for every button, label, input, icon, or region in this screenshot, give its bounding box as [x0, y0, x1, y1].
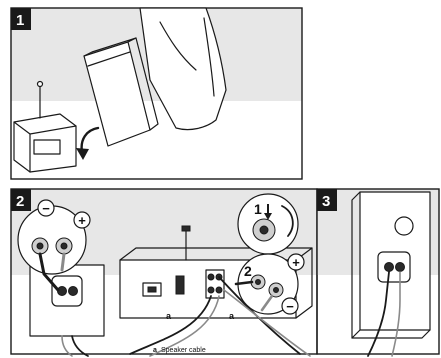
speaker-upright [352, 192, 430, 338]
bass-port-icon [395, 217, 413, 235]
sub-step-1: 1 [254, 201, 262, 217]
speaker-terminal-block [206, 270, 224, 298]
step-1-badge: 1 [11, 8, 31, 30]
terminal-plus [69, 287, 78, 296]
plus-label-right: + [292, 255, 300, 270]
legend-text: Speaker cable [161, 347, 206, 354]
step-2-badge: 2 [11, 189, 31, 211]
left-speaker-rear [30, 265, 104, 336]
terminal-callout-right: 1 [238, 194, 298, 254]
minus-label-left: − [42, 201, 50, 216]
panel-step-1: 1 [11, 8, 302, 179]
panel-step-2: 2 − + [11, 189, 317, 356]
terminal-callout-right-lower: 2 + − [236, 254, 304, 314]
panel-step-3: 3 [317, 189, 439, 356]
step-2-number: 2 [16, 193, 24, 210]
step-3-badge: 3 [317, 189, 337, 211]
legend-key: a [153, 347, 157, 354]
step-3-number: 3 [322, 193, 330, 210]
tilt-arrow-icon [76, 128, 98, 160]
legend: a Speaker cable [153, 347, 206, 354]
plus-label-left: + [78, 213, 86, 228]
sub-step-2: 2 [244, 263, 252, 279]
step-1-number: 1 [16, 12, 24, 29]
minus-label-right: − [286, 299, 294, 314]
